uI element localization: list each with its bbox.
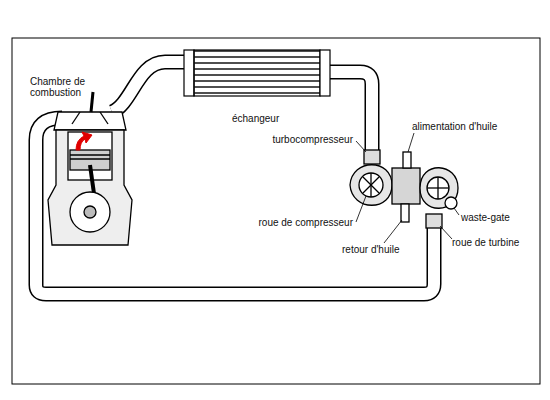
part-label: Chambre de combustion [30,76,92,98]
engine [48,92,132,245]
part-label: retour d'huile [342,244,400,255]
pressure-pipe [325,72,372,160]
intercooler [184,50,330,96]
turbocharger [350,150,458,228]
leader-lines [356,133,459,243]
frame [12,38,540,384]
part-label: waste-gate [461,212,510,223]
flow-arrow [76,132,92,150]
part-label: alimentation d'huile [412,121,497,132]
part-label: roue de turbine [452,237,519,248]
part-label: échangeur [232,113,279,124]
part-label: turbocompresseur [272,134,353,145]
part-label: roue de compresseur [259,217,354,228]
intake-pipe [112,62,190,112]
